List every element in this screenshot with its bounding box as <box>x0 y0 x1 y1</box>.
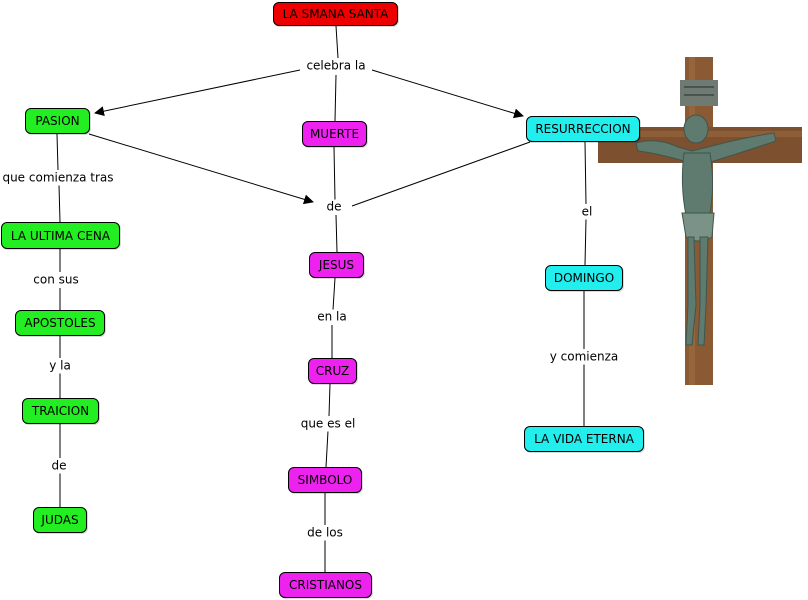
link-con-sus: con sus <box>31 272 81 288</box>
node-cruz[interactable]: CRUZ <box>308 358 357 384</box>
link-de-center: de <box>324 199 344 215</box>
link-el: el <box>579 204 595 220</box>
node-la-ultima-cena[interactable]: LA ULTIMA CENA <box>1 222 120 249</box>
link-celebra-la: celebra la <box>304 58 368 74</box>
link-que-comienza-tras: que comienza tras <box>0 170 116 186</box>
link-de-judas: de <box>49 458 69 474</box>
link-de-los: de los <box>305 525 345 541</box>
link-en-la: en la <box>315 309 349 325</box>
crucifix-image <box>598 57 802 385</box>
link-y-comienza: y comienza <box>547 349 621 365</box>
node-simbolo[interactable]: SIMBOLO <box>288 467 362 493</box>
node-traicion[interactable]: TRAICION <box>22 398 99 424</box>
node-cristianos[interactable]: CRISTIANOS <box>279 572 372 598</box>
node-pasion[interactable]: PASION <box>25 108 90 134</box>
node-la-vida-eterna[interactable]: LA VIDA ETERNA <box>524 426 644 452</box>
link-y-la: y la <box>47 358 73 374</box>
node-muerte[interactable]: MUERTE <box>302 121 367 147</box>
node-la-smana-santa[interactable]: LA SMANA SANTA <box>273 2 398 26</box>
node-apostoles[interactable]: APOSTOLES <box>15 310 105 336</box>
node-resurreccion[interactable]: RESURRECCION <box>526 116 640 142</box>
link-que-es-el: que es el <box>298 416 358 432</box>
node-jesus[interactable]: JESUS <box>309 252 364 278</box>
node-domingo[interactable]: DOMINGO <box>545 265 623 291</box>
node-judas[interactable]: JUDAS <box>33 507 87 533</box>
